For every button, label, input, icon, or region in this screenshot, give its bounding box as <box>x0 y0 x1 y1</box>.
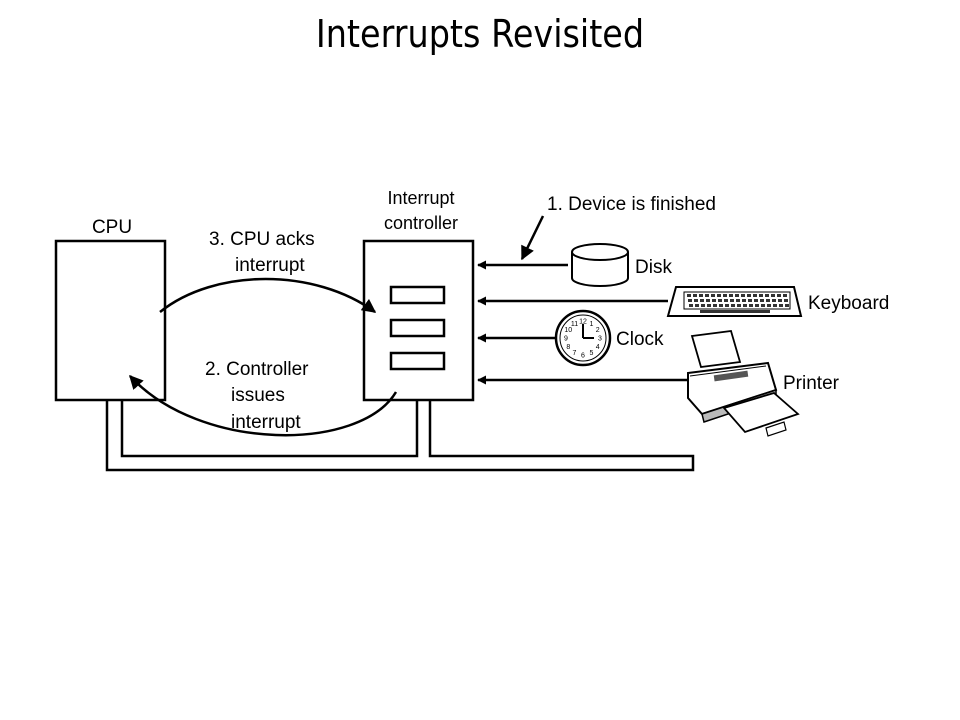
controller-slot <box>389 318 446 338</box>
clock-number: 8 <box>566 344 570 351</box>
clock-number: 10 <box>564 327 572 334</box>
device-label-keyboard: Keyboard <box>808 293 889 314</box>
cpu-box <box>54 239 167 402</box>
device-label-clock: Clock <box>616 329 664 350</box>
clock-number: 2 <box>596 327 600 334</box>
device-label-printer: Printer <box>783 373 840 394</box>
device-label-disk: Disk <box>635 257 672 278</box>
step2-label-line3: interrupt <box>231 412 301 433</box>
step2-label-line2: issues <box>231 385 285 406</box>
interrupt-arrow <box>129 374 398 437</box>
step3-label-line2: interrupt <box>235 255 305 276</box>
clock-number: 1 <box>590 321 594 328</box>
clock-number: 11 <box>571 321 578 328</box>
printer-icon <box>687 330 800 437</box>
disk-icon <box>571 243 629 287</box>
step3-label-line1: 3. CPU acks <box>209 229 315 250</box>
clock-number: 3 <box>598 336 602 343</box>
step1-label: 1. Device is finished <box>547 194 716 215</box>
controller-label-line1: Interrupt <box>387 188 454 208</box>
clock-number: 12 <box>579 319 587 326</box>
controller-slot <box>389 285 446 305</box>
keyboard-icon <box>666 286 803 317</box>
clock-number: 4 <box>596 344 600 351</box>
controller-slot <box>389 351 446 371</box>
ack-arrow <box>159 277 377 314</box>
clock-number: 6 <box>581 353 585 360</box>
system-bus <box>105 400 695 472</box>
clock-number: 9 <box>564 336 568 343</box>
controller-label-line2: controller <box>384 213 458 233</box>
cpu-label: CPU <box>92 217 132 238</box>
step2-label-line1: 2. Controller <box>205 359 309 380</box>
clock-number: 7 <box>573 350 577 357</box>
device-finished-arrow <box>520 215 545 261</box>
clock-number: 5 <box>590 350 594 357</box>
page-title: Interrupts Revisited <box>315 12 645 56</box>
